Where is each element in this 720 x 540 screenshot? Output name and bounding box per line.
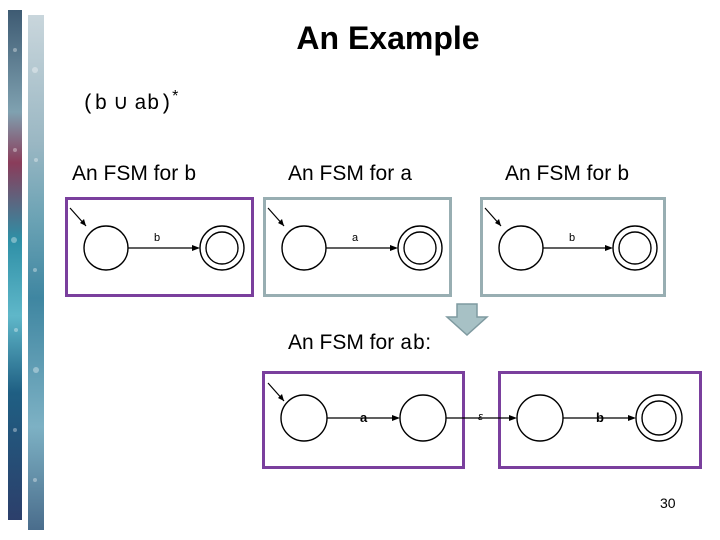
accept-state-inner	[641, 400, 677, 436]
transition-label: a	[352, 232, 359, 244]
fsm-box-b-left: b	[65, 197, 254, 297]
fsm-ab-combined: a ε b	[262, 371, 702, 471]
label-suffix: :	[425, 331, 432, 354]
transition-label-a: a	[360, 410, 368, 425]
transition-arrowhead-a	[392, 415, 400, 421]
transition-arrowhead	[390, 245, 398, 251]
label-prefix: An FSM for	[288, 331, 401, 354]
accept-state-outer	[635, 394, 683, 442]
fsm-box-b-right: b	[480, 197, 666, 297]
label-symbol: a	[400, 164, 413, 187]
regular-expression: (b ∪ ab)*	[82, 88, 178, 116]
start-state	[83, 225, 129, 271]
fsm-label-b-left: An FSM for b	[72, 162, 197, 187]
fsm-box-a: a	[263, 197, 452, 297]
regex-open: (b	[82, 93, 108, 116]
start-state	[498, 225, 544, 271]
fsm-label-b-right: An FSM for b	[505, 162, 630, 187]
slide-title: An Example	[296, 20, 480, 56]
fsm-label-ab: An FSM for ab:	[288, 331, 431, 356]
start-arrowhead	[278, 219, 284, 226]
accept-state-inner	[403, 231, 437, 265]
transition-label: b	[569, 232, 575, 244]
accept-state-inner	[618, 231, 652, 265]
label-prefix: An FSM for	[505, 162, 618, 185]
transition-arrowhead	[192, 245, 200, 251]
union-symbol: ∪	[113, 91, 129, 114]
transition-arrowhead-b	[628, 415, 636, 421]
decorative-side-strip	[8, 10, 44, 530]
fsm-diagram: b	[484, 207, 658, 271]
transition-label: b	[154, 232, 160, 244]
fsm-diagram: b	[69, 207, 245, 271]
label-symbol: ab	[400, 333, 426, 356]
state-2	[399, 394, 447, 442]
accept-state-inner	[205, 231, 239, 265]
start-arrowhead	[80, 219, 86, 226]
kleene-star: *	[172, 88, 179, 105]
page-number: 30	[660, 495, 676, 511]
transition-label-b: b	[596, 410, 604, 425]
transition-arrowhead	[605, 245, 613, 251]
start-state	[281, 225, 327, 271]
epsilon-arrowhead	[509, 415, 517, 421]
down-arrow-icon	[445, 303, 489, 337]
state-1	[280, 394, 328, 442]
start-arrowhead	[495, 219, 501, 226]
label-symbol: b	[184, 164, 197, 187]
start-arrowhead	[278, 394, 284, 401]
label-symbol: b	[617, 164, 630, 187]
state-3	[516, 394, 564, 442]
epsilon-label: ε	[478, 411, 483, 423]
label-prefix: An FSM for	[72, 162, 185, 185]
regex-rest: ab)	[134, 93, 173, 116]
fsm-diagram: a ε b	[267, 382, 683, 442]
fsm-diagram: a	[267, 207, 443, 271]
fsm-label-a: An FSM for a	[288, 162, 413, 187]
label-prefix: An FSM for	[288, 162, 401, 185]
